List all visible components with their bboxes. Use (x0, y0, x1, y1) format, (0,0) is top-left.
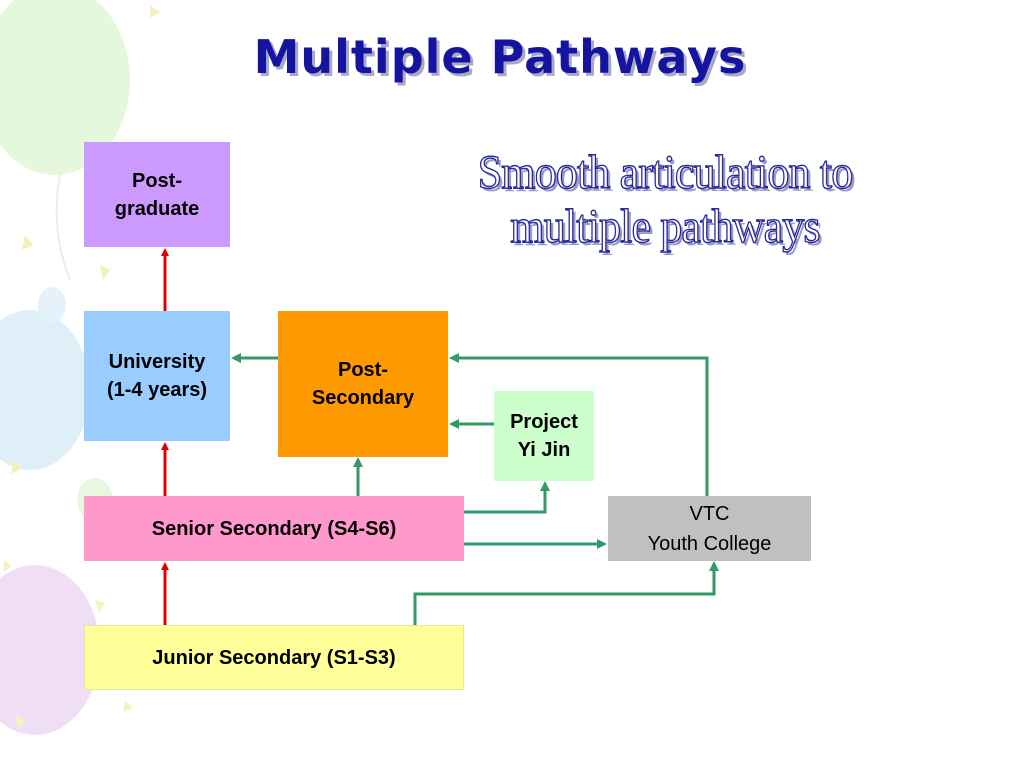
small-blue-balloon (38, 287, 66, 323)
junior-secondary-box: Junior Secondary (S1-S3) (84, 625, 464, 690)
junior-secondary-label: Junior Secondary (S1-S3) (152, 646, 396, 669)
post-secondary-label: Post- Secondary (311, 359, 415, 409)
slide-subtitle: Smooth articulation to multiple pathways (421, 145, 909, 254)
confetti (15, 715, 25, 730)
project-yi-jin-label: Project Yi Jin (510, 411, 578, 461)
confetti (95, 600, 105, 613)
arrow-junior-to-vtc (413, 561, 719, 625)
postgraduate-label: Post- graduate (114, 169, 200, 220)
university-label: University (1-4 years) (106, 351, 208, 401)
project-yi-jin-box: Project Yi Jin (494, 391, 594, 481)
balloon-string (55, 174, 71, 281)
senior-secondary-label: Senior Secondary (S4-S6) (151, 517, 397, 540)
confetti (100, 265, 110, 280)
vtc-youth-college-label: VTC Youth College (647, 502, 772, 555)
confetti (4, 560, 12, 572)
confetti (12, 460, 22, 474)
subtitle-line-1: Smooth articulation to (477, 145, 854, 199)
purple-balloon (0, 565, 100, 735)
vtc-youth-college-box: VTC Youth College (608, 496, 811, 561)
confetti (22, 235, 33, 250)
arrow-vtc-to-postsecondary (449, 353, 709, 496)
confetti (123, 700, 133, 712)
postgraduate-box: Post- graduate (84, 142, 230, 247)
green-balloon (0, 0, 130, 175)
subtitle-line-2: multiple pathways (510, 199, 822, 253)
university-box: University (1-4 years) (84, 311, 230, 441)
confetti (150, 5, 160, 18)
slide-title: Multiple Pathways (253, 30, 747, 84)
arrow-senior-to-yijin (463, 481, 550, 514)
senior-secondary-box: Senior Secondary (S4-S6) (84, 496, 464, 561)
post-secondary-box: Post- Secondary (278, 311, 448, 457)
blue-balloon (0, 310, 90, 470)
